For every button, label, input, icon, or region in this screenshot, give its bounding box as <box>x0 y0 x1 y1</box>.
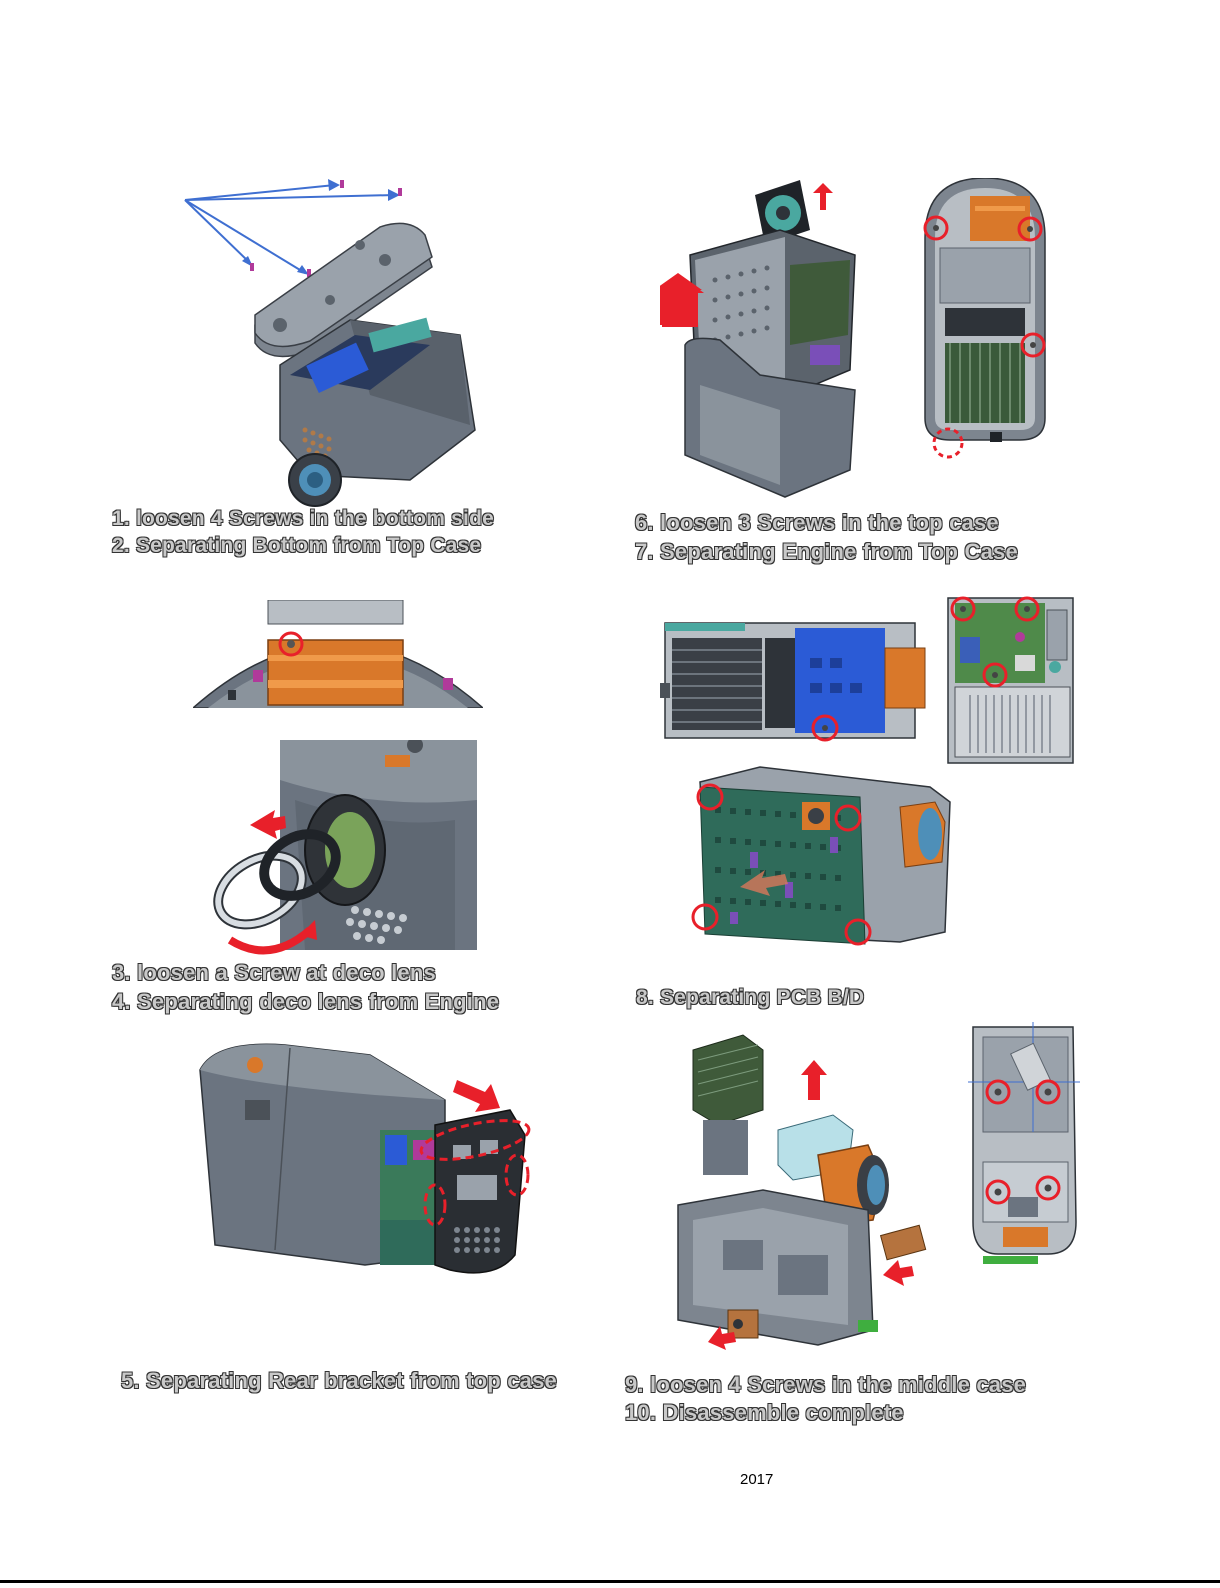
caption-steps-3-4: 3. loosen a Screw at deco lens 4. Separa… <box>112 958 499 1016</box>
figure-top-case-screws <box>920 178 1050 463</box>
caption-step-8: 8. Separating PCB B/D <box>636 984 864 1011</box>
figure-engine-side <box>660 618 935 748</box>
step-10-text: 10. Disassemble complete <box>625 1400 904 1425</box>
figure-deco-lens-screw <box>193 600 483 708</box>
step-3-text: 3. loosen a Screw at deco lens <box>112 960 436 985</box>
caption-steps-6-7: 6. loosen 3 Screws in the top case 7. Se… <box>635 508 1018 566</box>
step-8-text: 8. Separating PCB B/D <box>636 986 865 1009</box>
figure-deco-lens-removal <box>185 740 477 965</box>
bottom-rule <box>0 1580 1220 1583</box>
caption-steps-1-2: 1. loosen 4 Screws in the bottom side 2.… <box>112 505 494 559</box>
caption-step-5: 5. Separating Rear bracket from top case <box>121 1366 557 1395</box>
step-2-text: 2. Separating Bottom from Top Case <box>112 534 482 557</box>
caption-steps-9-10: 9. loosen 4 Screws in the middle case 10… <box>625 1371 1026 1427</box>
step-4-text: 4. Separating deco lens from Engine <box>112 989 500 1014</box>
step-7-text: 7. Separating Engine from Top Case <box>635 539 1018 564</box>
step-9-text: 9. loosen 4 Screws in the middle case <box>625 1372 1027 1397</box>
figure-pcb-separation <box>690 762 955 947</box>
page-number: 2017 <box>740 1471 774 1488</box>
figure-bottom-separation <box>170 175 490 510</box>
figure-engine-lift <box>660 175 860 500</box>
figure-engine-exploded <box>668 1030 930 1352</box>
figure-rear-bracket <box>195 1040 540 1275</box>
figure-middle-case-screws <box>968 1022 1080 1272</box>
step-6-text: 6. loosen 3 Screws in the top case <box>635 510 999 535</box>
figure-pcb-front <box>945 595 1080 770</box>
step-1-text: 1. loosen 4 Screws in the bottom side <box>112 507 494 530</box>
step-5-text: 5. Separating Rear bracket from top case <box>121 1368 557 1393</box>
